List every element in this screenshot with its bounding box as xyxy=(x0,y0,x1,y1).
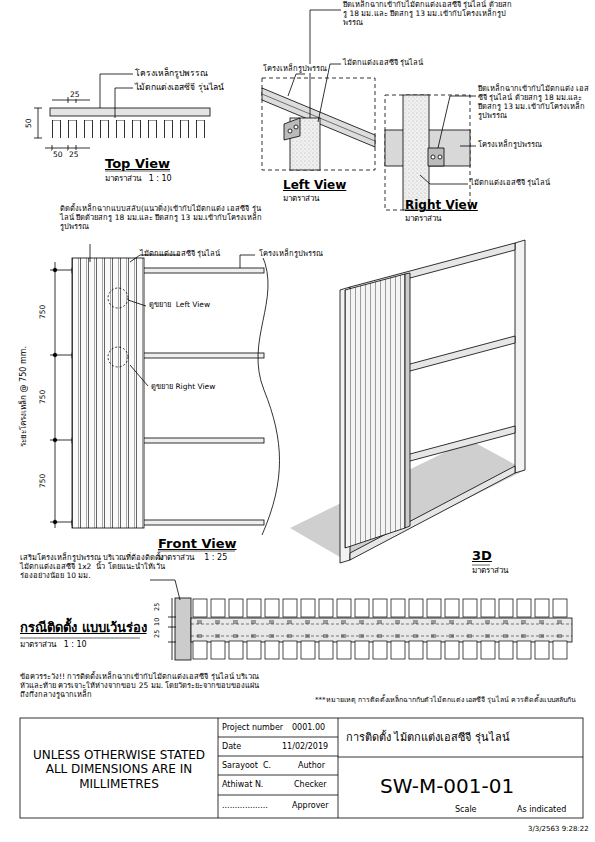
view-title: กรณีติดตั้ง แบบเว้นร่อง xyxy=(20,620,147,636)
title-block-cell: Scale xyxy=(455,805,477,815)
title-block-cell: Athiwat N. xyxy=(222,780,263,790)
dimension: 750 xyxy=(38,389,47,405)
dimension: 50 xyxy=(24,117,33,129)
title-block-cell: 11/02/2019 xyxy=(282,742,328,752)
title-block-cell: Project number xyxy=(222,723,283,733)
dimension: 25 xyxy=(68,150,80,159)
title-block-cell: As indicated xyxy=(517,805,566,815)
detail-ref: ดูขยาย Left View xyxy=(148,300,211,309)
scale-note: มาตราส่วน xyxy=(405,214,441,224)
caution-note: ข้อควรระวัง!! การติดตั้งเหล็กฉากเข้ากับไ… xyxy=(20,672,260,699)
scale-note: มาตราส่วน 1 : 25 xyxy=(158,553,227,563)
right-view xyxy=(385,95,476,210)
leader-label: ไม้ตกแต่งเอสซีจี รุ่นไลน์ xyxy=(135,82,224,92)
callout-note: ติดตั้งเหล็กฉากแบบสลับ(แนวดิ่ง)เข้ากับไม… xyxy=(60,204,270,231)
scale-note: มาตราส่วน 1 : 10 xyxy=(20,640,87,650)
dimension: 750 xyxy=(38,304,47,320)
sheet-title: การติดตั้ง ไม้ตกแต่งเอสซีจี รุ่นไลน์ xyxy=(346,731,510,744)
dimension: 10 xyxy=(154,617,162,627)
title-block-cell: 0001.00 xyxy=(292,723,325,733)
dimension: 750 xyxy=(38,473,47,489)
view-title: Right View xyxy=(405,198,478,212)
scale-note: มาตราส่วน xyxy=(283,194,319,204)
title-block-cell: .................. xyxy=(222,801,268,811)
drawing-number: SW-M-001-01 xyxy=(380,774,514,798)
title-block-cell: Approver xyxy=(292,801,329,811)
gap-install-view xyxy=(20,580,572,660)
callout-note: ยึดเหล็กฉากเข้ากับไม้ตกแต่ง เอสซีจี รุ่น… xyxy=(478,84,590,120)
leader-label: โครงเหล็กรูปพรรณ xyxy=(262,64,328,73)
dimension: 50 xyxy=(52,150,64,159)
dimension: 25 xyxy=(154,629,162,639)
remark-note: ***หมายเหตุ การติดตั้งเหล็กฉากกับตัวไม้ต… xyxy=(315,696,587,704)
view-title: Left View xyxy=(283,178,346,192)
view-title: 3D xyxy=(472,548,492,564)
dimension-note: ระยะโครงเหล็ก @ 750 mm. xyxy=(19,345,29,446)
callout-note: ยึดเหล็กฉากเข้ากับไม้ตกแต่งเอสซีจี รุ่นไ… xyxy=(343,0,513,27)
view-title: Top View xyxy=(105,156,170,172)
title-block-cell: Sarayoot C. xyxy=(222,761,271,771)
view-title: Front View xyxy=(158,536,237,552)
left-view xyxy=(262,10,375,170)
dimension: 25 xyxy=(69,90,81,99)
scale-note: มาตราส่วน 1 : 10 xyxy=(105,174,172,184)
leader-label: ไม้ตกแต่งเอสซีจี รุ่นไลน์ xyxy=(343,58,423,67)
timestamp: 3/3/2563 9:28:22 xyxy=(528,825,589,833)
title-block-cell: Date xyxy=(222,742,241,752)
leader-label: ไม้ตกแต่งเอสซีจี รุ่นไลน์ xyxy=(140,249,220,258)
leader-label: ไม้ตกแต่งเอสซีจี รุ่นไลน์ xyxy=(470,178,550,187)
detail-ref: ดูขยาย Right View xyxy=(150,382,216,391)
title-block-cell: Author xyxy=(298,761,325,771)
3d-view xyxy=(290,240,525,565)
title-block-cell: Checker xyxy=(294,780,327,790)
leader-label: โครงเหล็กรูปพรรณ xyxy=(478,140,542,149)
scale-note: มาตราส่วน xyxy=(472,566,508,576)
dimension: 25 xyxy=(154,602,162,612)
title-block-cell: UNLESS OTHERWISE STATED ALL DIMENSIONS A… xyxy=(28,748,210,791)
leader-label: โครงเหล็กรูปพรรณ xyxy=(258,249,324,258)
callout-note: เสริมโครงเหล็กรูปพรรณ บริเวณที่ต้องติดตั… xyxy=(20,553,170,580)
front-view xyxy=(50,244,280,551)
title-block xyxy=(20,718,583,818)
leader-label: โครงเหล็กรูปพรรณ xyxy=(135,68,208,78)
